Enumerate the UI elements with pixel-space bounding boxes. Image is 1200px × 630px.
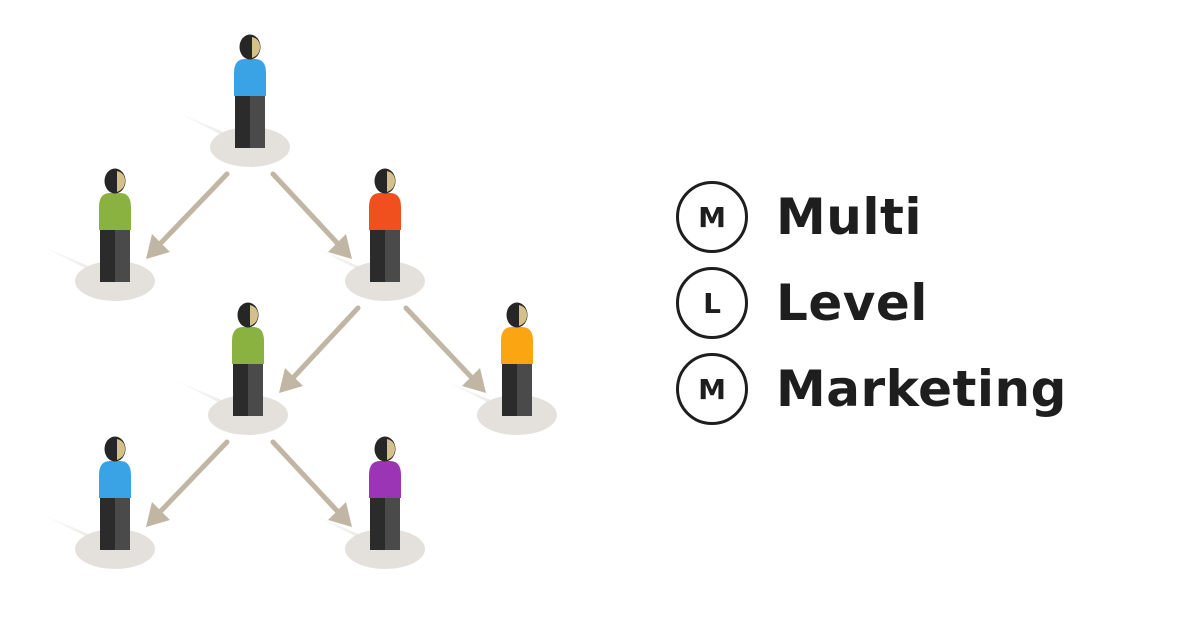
person-shirt bbox=[99, 461, 131, 498]
legend-row-level: L Level bbox=[676, 260, 1146, 346]
person-leg-left bbox=[502, 364, 517, 416]
person-middle-green bbox=[170, 302, 288, 435]
person-leg-right bbox=[517, 364, 532, 416]
person-bottom-left-blue bbox=[37, 436, 155, 569]
legend-word-marketing: Marketing bbox=[776, 360, 1067, 418]
person-shirt bbox=[369, 193, 401, 230]
person-face bbox=[252, 37, 260, 58]
arrows bbox=[146, 171, 486, 527]
person-left-green bbox=[37, 168, 155, 301]
person-right-orange bbox=[439, 302, 557, 435]
person-leg-right bbox=[115, 230, 130, 282]
person-face bbox=[250, 305, 258, 326]
person-top-blue bbox=[172, 34, 290, 167]
arrow-green-to-purple bbox=[270, 439, 352, 527]
person-leg-right bbox=[115, 498, 130, 550]
person-leg-left bbox=[370, 230, 385, 282]
person-face bbox=[387, 439, 395, 460]
mlm-legend: M Multi L Level M Marketing bbox=[676, 174, 1146, 432]
arrow-red-to-orange bbox=[403, 305, 486, 393]
person-leg-right bbox=[250, 96, 265, 148]
legend-row-marketing: M Marketing bbox=[676, 346, 1146, 432]
person-right-red bbox=[307, 168, 425, 301]
person-face bbox=[117, 439, 125, 460]
person-shirt bbox=[99, 193, 131, 230]
person-leg-left bbox=[235, 96, 250, 148]
person-shirt bbox=[501, 327, 533, 364]
arrow-top-to-left bbox=[146, 171, 230, 259]
letter-circle-l: L bbox=[676, 267, 748, 339]
legend-word-level: Level bbox=[776, 274, 928, 332]
person-face bbox=[117, 171, 125, 192]
people bbox=[37, 34, 557, 569]
letter-circle-m: M bbox=[676, 353, 748, 425]
person-leg-left bbox=[100, 498, 115, 550]
arrow-green-to-blue bbox=[146, 439, 230, 527]
person-shirt bbox=[234, 59, 266, 96]
letter-circle-m: M bbox=[676, 181, 748, 253]
person-bottom-purple bbox=[307, 436, 425, 569]
legend-row-multi: M Multi bbox=[676, 174, 1146, 260]
person-leg-right bbox=[248, 364, 263, 416]
person-face bbox=[519, 305, 527, 326]
arrow-red-to-green bbox=[279, 305, 361, 393]
person-shirt bbox=[232, 327, 264, 364]
person-leg-right bbox=[385, 498, 400, 550]
person-shirt bbox=[369, 461, 401, 498]
person-leg-left bbox=[100, 230, 115, 282]
person-leg-left bbox=[233, 364, 248, 416]
person-face bbox=[387, 171, 395, 192]
legend-word-multi: Multi bbox=[776, 188, 923, 246]
arrow-top-to-right bbox=[270, 171, 352, 259]
person-leg-left bbox=[370, 498, 385, 550]
person-leg-right bbox=[385, 230, 400, 282]
